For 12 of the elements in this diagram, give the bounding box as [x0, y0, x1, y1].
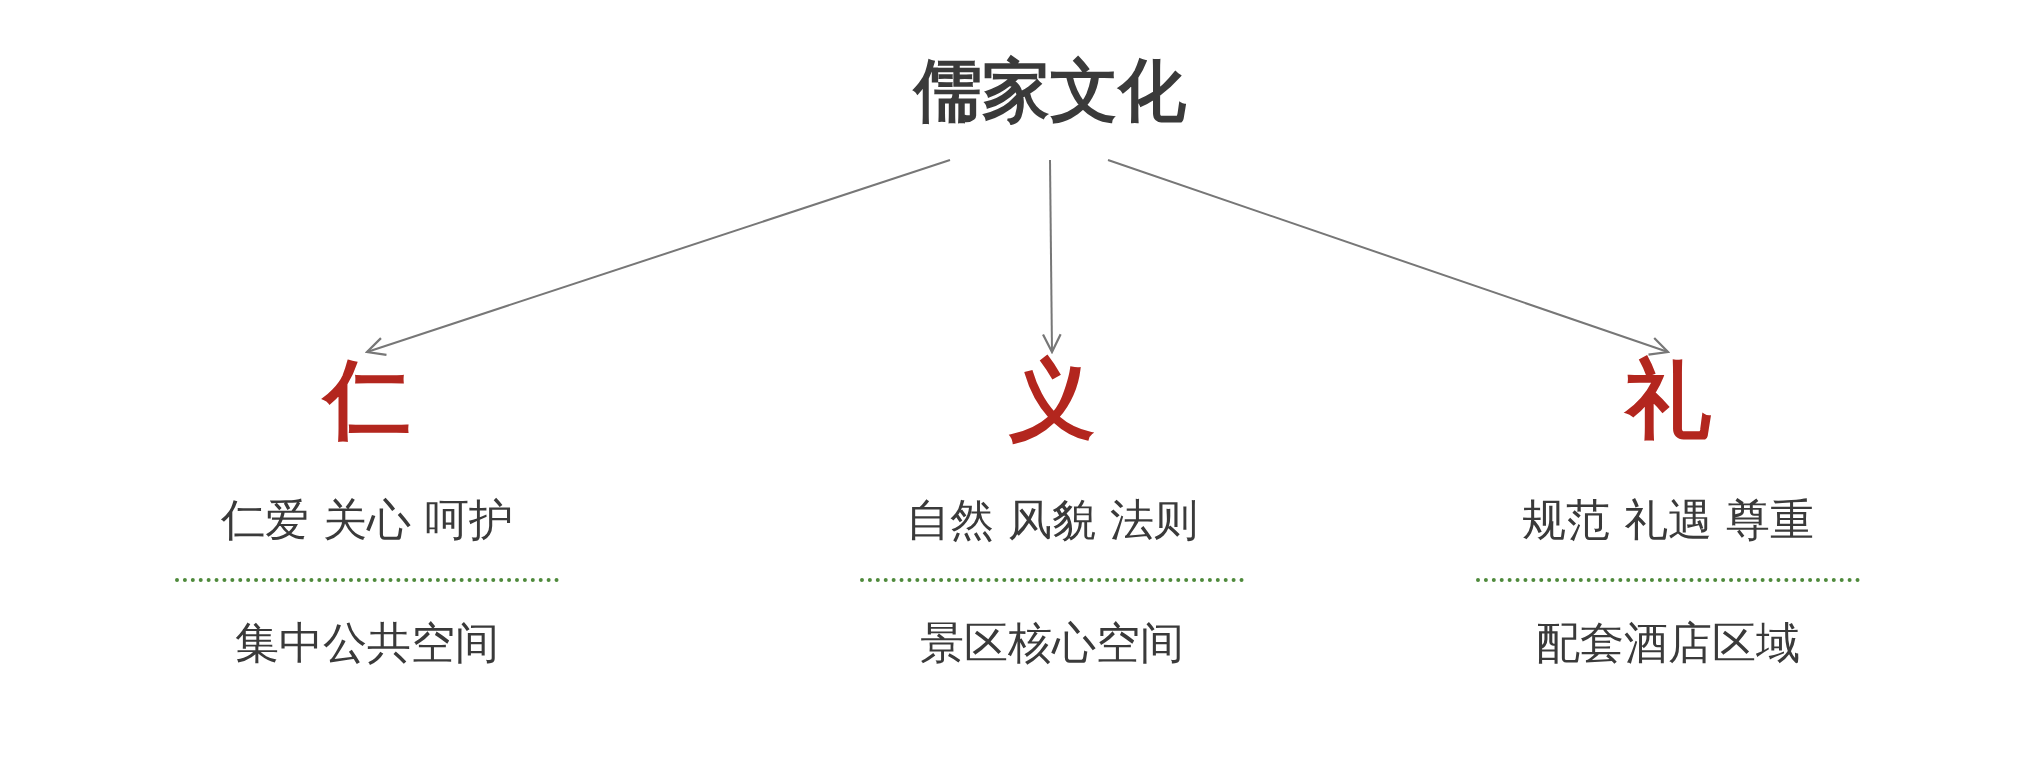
area-text: 景区核心空间: [920, 615, 1184, 670]
arrow: [1107, 159, 1670, 356]
keywords-text: 规范 礼遇 尊重: [1522, 492, 1814, 547]
area-text: 配套酒店区域: [1536, 615, 1800, 670]
keywords-text: 仁爱 关心 呵护: [221, 492, 513, 547]
title-text: 儒家文化: [914, 50, 1186, 132]
area-text: 集中公共空间: [235, 615, 499, 670]
keywords-text: 自然 风貌 法则: [906, 492, 1198, 547]
calligraphy-character: 义: [1009, 352, 1095, 447]
arrow: [365, 159, 951, 356]
calligraphy-character: 礼: [1625, 352, 1711, 447]
arrow: [1041, 159, 1062, 354]
